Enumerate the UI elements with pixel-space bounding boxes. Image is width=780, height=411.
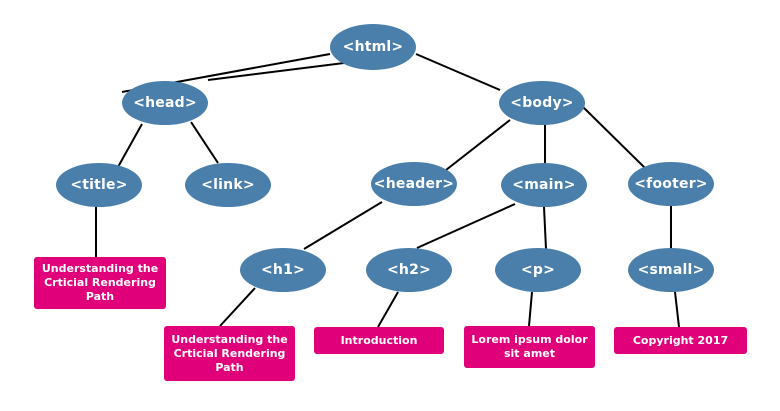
- edge-head-title: [117, 123, 143, 168]
- node-small: <small>: [628, 248, 714, 292]
- node-footer: <footer>: [628, 162, 714, 206]
- edge-body-footer: [581, 105, 646, 169]
- node-header: <header>: [371, 162, 457, 206]
- edge-p-leaf: [528, 291, 533, 327]
- edge-h1-leaf: [219, 287, 256, 327]
- edge-main-h2: [416, 203, 516, 249]
- node-p: <p>: [495, 248, 581, 292]
- node-main: <main>: [501, 163, 587, 207]
- leaf-h2-text: Introduction: [314, 327, 444, 354]
- edge-h2-leaf: [377, 291, 399, 328]
- node-html: <html>: [330, 24, 416, 70]
- node-title: <title>: [56, 163, 142, 207]
- edge-header-h1: [303, 201, 383, 250]
- node-head: <head>: [122, 81, 208, 125]
- leaf-small-text: Copyright 2017: [614, 327, 747, 354]
- edge-body-header: [445, 119, 511, 171]
- edge-html-body: [415, 53, 501, 91]
- node-body: <body>: [499, 81, 585, 125]
- leaf-title-text: Understanding the Crticial Rendering Pat…: [34, 257, 166, 309]
- node-h1: <h1>: [240, 248, 326, 292]
- leaf-h1-text: Understanding the Crticial Rendering Pat…: [164, 326, 295, 381]
- edge-small-leaf: [674, 291, 680, 328]
- node-h2: <h2>: [366, 248, 452, 292]
- node-link: <link>: [185, 163, 271, 207]
- leaf-p-text: Lorem ipsum dolor sit amet: [464, 326, 595, 368]
- edge-head-link: [190, 121, 219, 164]
- edge-main-p: [543, 206, 547, 250]
